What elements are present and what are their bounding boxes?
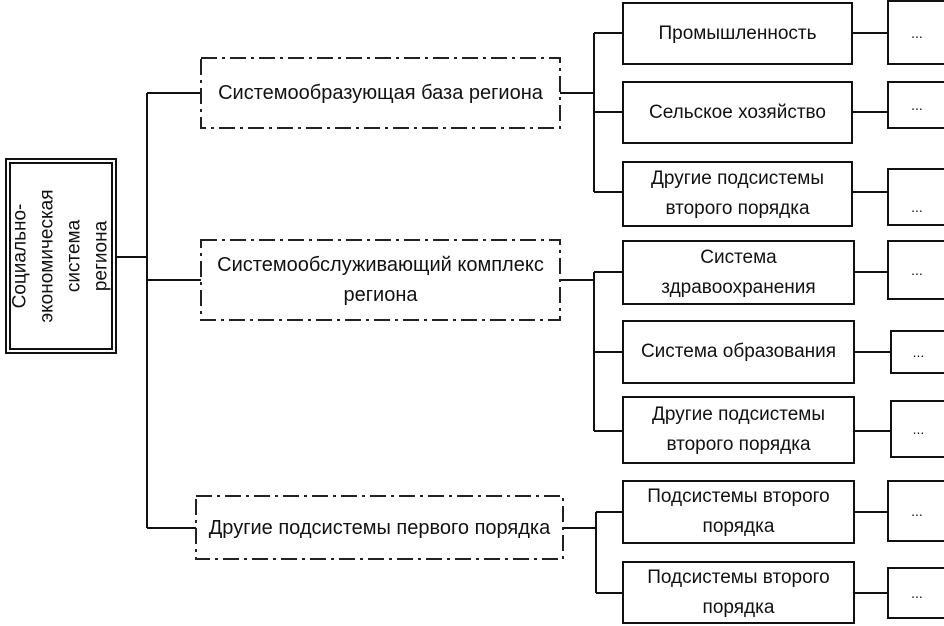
- level1-label-3: Другие подсистемы первого порядка: [208, 516, 551, 539]
- level2-label-6: Другие подсистемы второго порядка: [651, 404, 826, 455]
- level2-box-8: Подсистемы второго порядка: [622, 561, 855, 624]
- level3-box-3: ...: [887, 168, 944, 226]
- level2-label-5: Система образования: [640, 341, 837, 362]
- level2-box-2: Сельское хозяйство: [622, 81, 853, 144]
- level2-box-4: Система здравоохранения: [622, 240, 855, 305]
- level3-box-5: ...: [890, 330, 944, 374]
- level2-box-7: Подсистемы второго порядка: [622, 480, 855, 544]
- level1-box-1: Системообразующая база региона: [201, 58, 560, 128]
- level1-box-2: Системообслуживающий комплекс региона: [201, 240, 560, 320]
- level3-label-4: ...: [911, 262, 923, 278]
- level3-label-1: ...: [911, 24, 923, 41]
- level2-box-5: Система образования: [622, 320, 855, 384]
- level3-label-5: ...: [912, 344, 925, 360]
- level3-label-2: ...: [911, 97, 923, 113]
- level2-box-1: Промышленность: [622, 2, 853, 65]
- level3-box-8: ...: [887, 567, 944, 619]
- level2-label-1: Промышленность: [658, 22, 817, 44]
- level3-box-1: ...: [887, 0, 944, 65]
- level3-label-8: ...: [911, 585, 923, 601]
- level1-box-3: Другие подсистемы первого порядка: [196, 496, 563, 559]
- level2-label-3: Другие подсистемы второго порядка: [650, 168, 825, 219]
- level3-box-7: ...: [887, 480, 944, 542]
- level2-label-4: Система здравоохранения: [661, 246, 816, 298]
- level2-box-3: Другие подсистемы второго порядка: [622, 161, 853, 227]
- level3-box-2: ...: [887, 81, 944, 129]
- level3-label-7: ...: [911, 503, 923, 519]
- level3-label-6: ...: [912, 421, 925, 437]
- root-label: Социально- экономическая система региона: [10, 189, 113, 323]
- level2-label-8: Подсистемы второго порядка: [647, 566, 830, 618]
- root-box: Социально- экономическая система региона: [5, 158, 117, 354]
- level2-box-6: Другие подсистемы второго порядка: [622, 396, 855, 464]
- level1-label-2: Системообслуживающий комплекс региона: [217, 254, 544, 306]
- level3-label-3: ...: [911, 199, 923, 215]
- level1-label-1: Системообразующая база региона: [218, 82, 543, 104]
- level2-label-2: Сельское хозяйство: [649, 101, 826, 123]
- level3-box-6: ...: [890, 400, 944, 458]
- root-inner-frame: Социально- экономическая система региона: [9, 162, 113, 350]
- level3-box-4: ...: [887, 240, 944, 300]
- level2-label-7: Подсистемы второго порядка: [647, 486, 830, 537]
